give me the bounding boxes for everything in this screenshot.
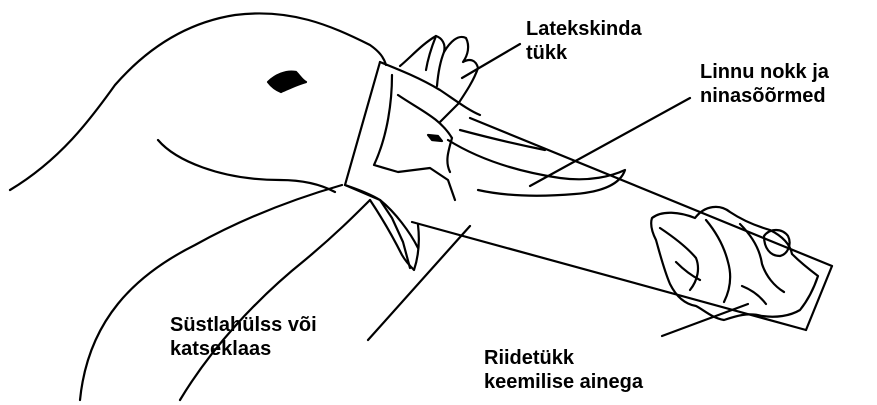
nostril (428, 135, 442, 141)
latex-band-front (380, 62, 480, 115)
label-cloth-line-1: Riidetükk (484, 346, 643, 370)
cloth-fold-1 (660, 228, 698, 290)
latex-inner-fold (398, 95, 452, 172)
label-beak-nostrils: Linnu nokk ja ninasõõrmed (700, 60, 829, 108)
leader-cloth (662, 304, 748, 336)
label-beak-line-2: ninasõõrmed (700, 84, 829, 108)
bird-head-outline (10, 13, 386, 190)
latex-band-inner (374, 75, 455, 200)
bird-eye-icon (268, 72, 306, 92)
label-syringe-line-1: Süstlahülss või (170, 313, 317, 337)
label-beak-line-1: Linnu nokk ja (700, 60, 829, 84)
label-cloth-line-2: keemilise ainega (484, 370, 643, 394)
tube-inner-line (460, 130, 545, 150)
label-latex-glove-piece: Latekskinda tükk (526, 17, 642, 65)
bird-neck-line (180, 200, 370, 400)
latex-fingertips (400, 36, 478, 122)
label-syringe-line-2: katseklaas (170, 337, 317, 361)
label-cloth-piece: Riidetükk keemilise ainega (484, 346, 643, 394)
bird-cheek-line (158, 140, 335, 192)
label-latex-line-1: Latekskinda (526, 17, 642, 41)
cloth-fold-2 (706, 220, 730, 302)
latex-finger-crease (426, 36, 444, 86)
tube-top-edge (470, 118, 832, 266)
label-syringe-tube: Süstlahülss või katseklaas (170, 313, 317, 361)
leader-beak (530, 98, 690, 186)
bird-throat-line (80, 185, 342, 400)
label-latex-line-2: tükk (526, 41, 642, 65)
